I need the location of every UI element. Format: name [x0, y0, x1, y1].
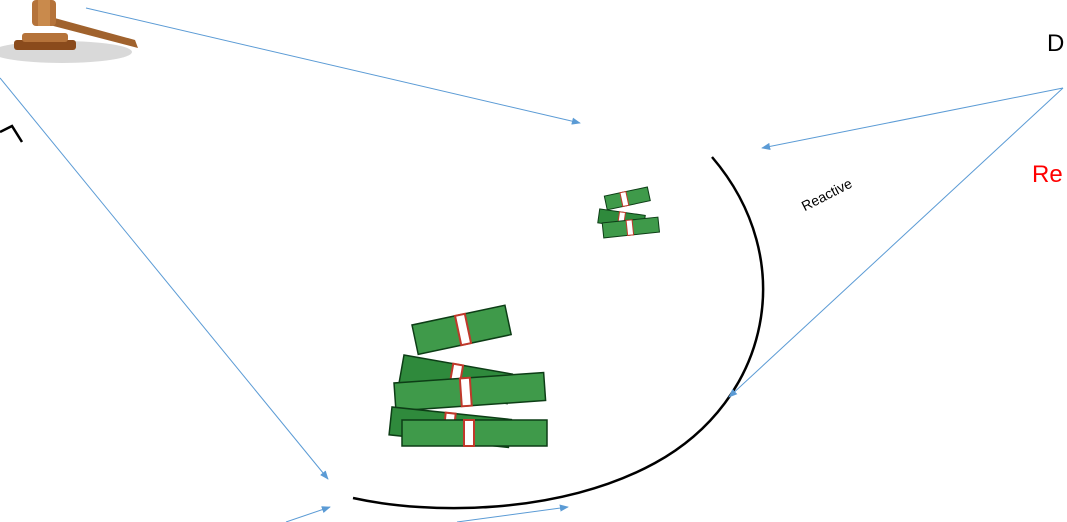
gavel-icon: [0, 0, 138, 63]
arrow-bottom-left: [285, 506, 331, 522]
money-stack-large-icon: [388, 304, 548, 449]
arrows: [0, 7, 1064, 522]
money-stack-icon: [597, 186, 661, 239]
partial-label-d: D: [1047, 30, 1065, 57]
arrow-d-to-curve-top: [761, 87, 1064, 150]
left-edge-curve: [0, 124, 24, 143]
arrow-left-to-bottom: [0, 77, 329, 480]
arrow-gavel-to-top: [85, 7, 581, 125]
partial-label-re: Re: [1032, 161, 1063, 188]
arrow-bottom-right: [456, 504, 569, 522]
reactive-curve: [352, 156, 765, 510]
arrow-d-to-curve-mid: [728, 87, 1064, 398]
